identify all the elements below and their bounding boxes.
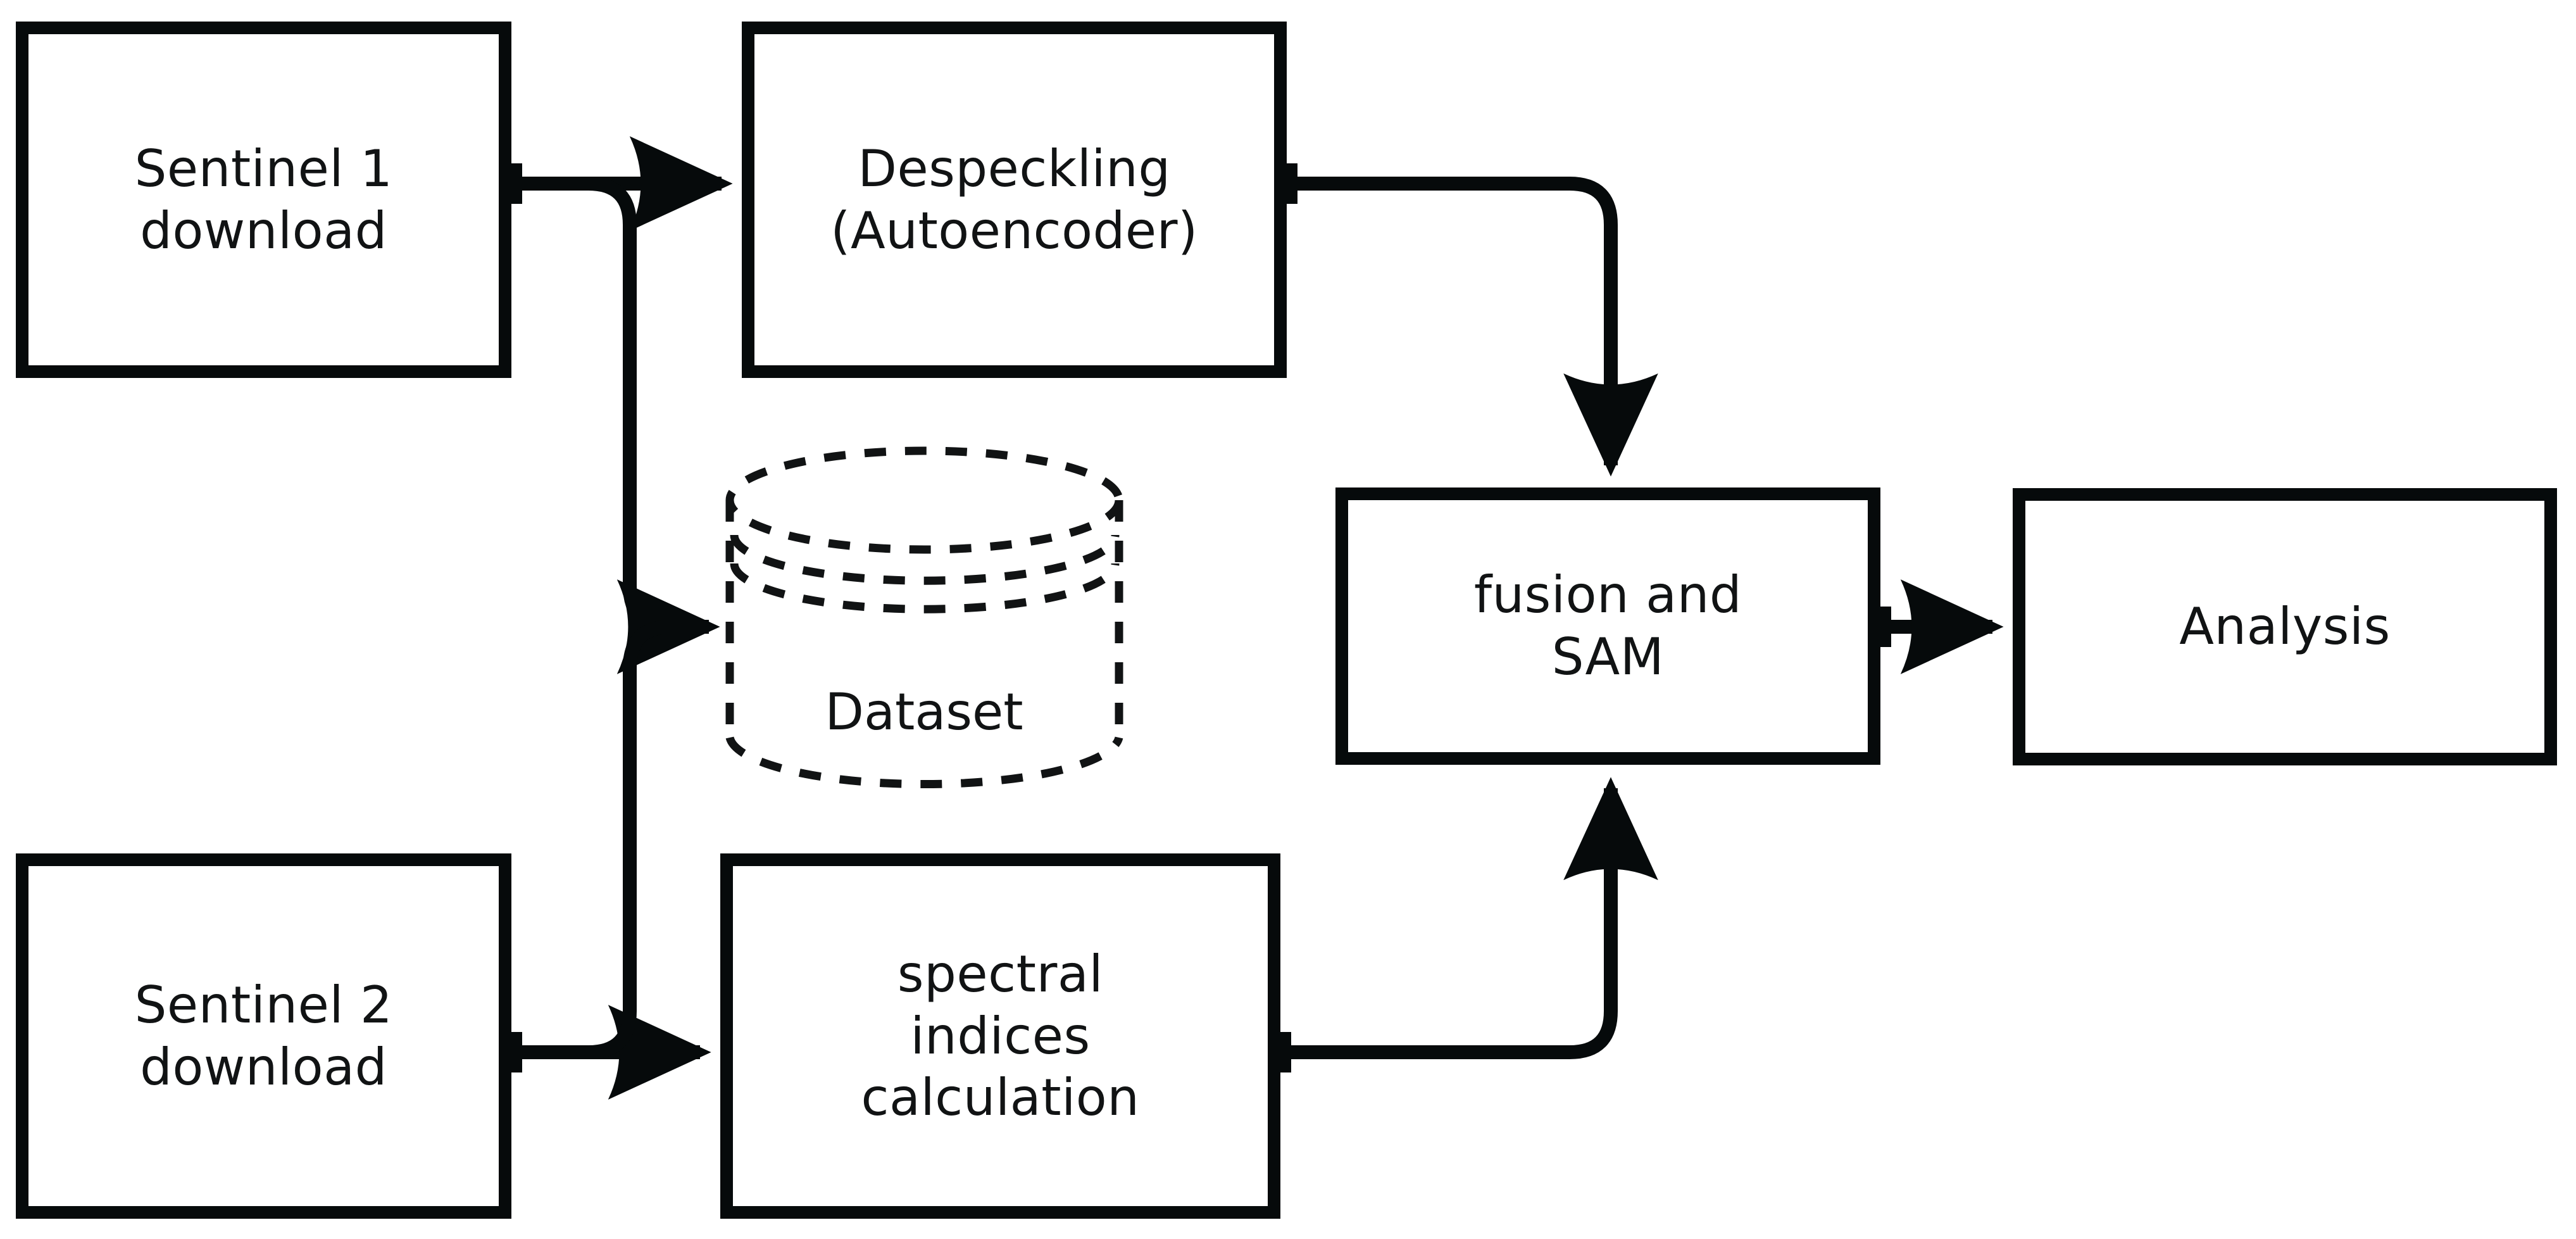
node-sentinel-1-download[interactable]: Sentinel 1 download <box>16 22 511 378</box>
node-sentinel-2-download[interactable]: Sentinel 2 download <box>16 853 511 1219</box>
dataset-cylinder-shape <box>725 446 1123 789</box>
edge-despeckling-to-fusion <box>1287 177 1658 477</box>
cylinder-top-cap <box>725 446 1123 554</box>
node-fusion-and-sam[interactable]: fusion and SAM <box>1335 487 1880 765</box>
dataset-text: Dataset <box>825 682 1023 741</box>
node-label-dataset: Dataset <box>728 624 1120 741</box>
node-analysis[interactable]: Analysis <box>2013 488 2557 765</box>
edge-sentinel1-to-dataset <box>544 177 720 674</box>
node-label-fusion-and-sam: fusion and SAM <box>1473 565 1742 686</box>
node-label-analysis: Analysis <box>2179 597 2391 657</box>
node-label-spectral-indices-calculation: spectral indices calculation <box>861 945 1140 1128</box>
edge-sentinel2-to-dataset <box>544 620 709 1059</box>
edge-spectral-to-fusion <box>1280 777 1658 1059</box>
cylinder-ring-1 <box>730 534 1120 585</box>
node-label-despeckling-autoencoder: Despeckling (Autoencoder) <box>830 139 1198 260</box>
cylinder-bottom-cap <box>725 736 1123 789</box>
cylinder-ring-2 <box>730 563 1120 613</box>
node-label-sentinel-1-download: Sentinel 1 download <box>134 139 393 260</box>
node-spectral-indices-calculation[interactable]: spectral indices calculation <box>720 853 1280 1219</box>
node-label-sentinel-2-download: Sentinel 2 download <box>134 975 393 1097</box>
node-despeckling-autoencoder[interactable]: Despeckling (Autoencoder) <box>742 22 1287 378</box>
